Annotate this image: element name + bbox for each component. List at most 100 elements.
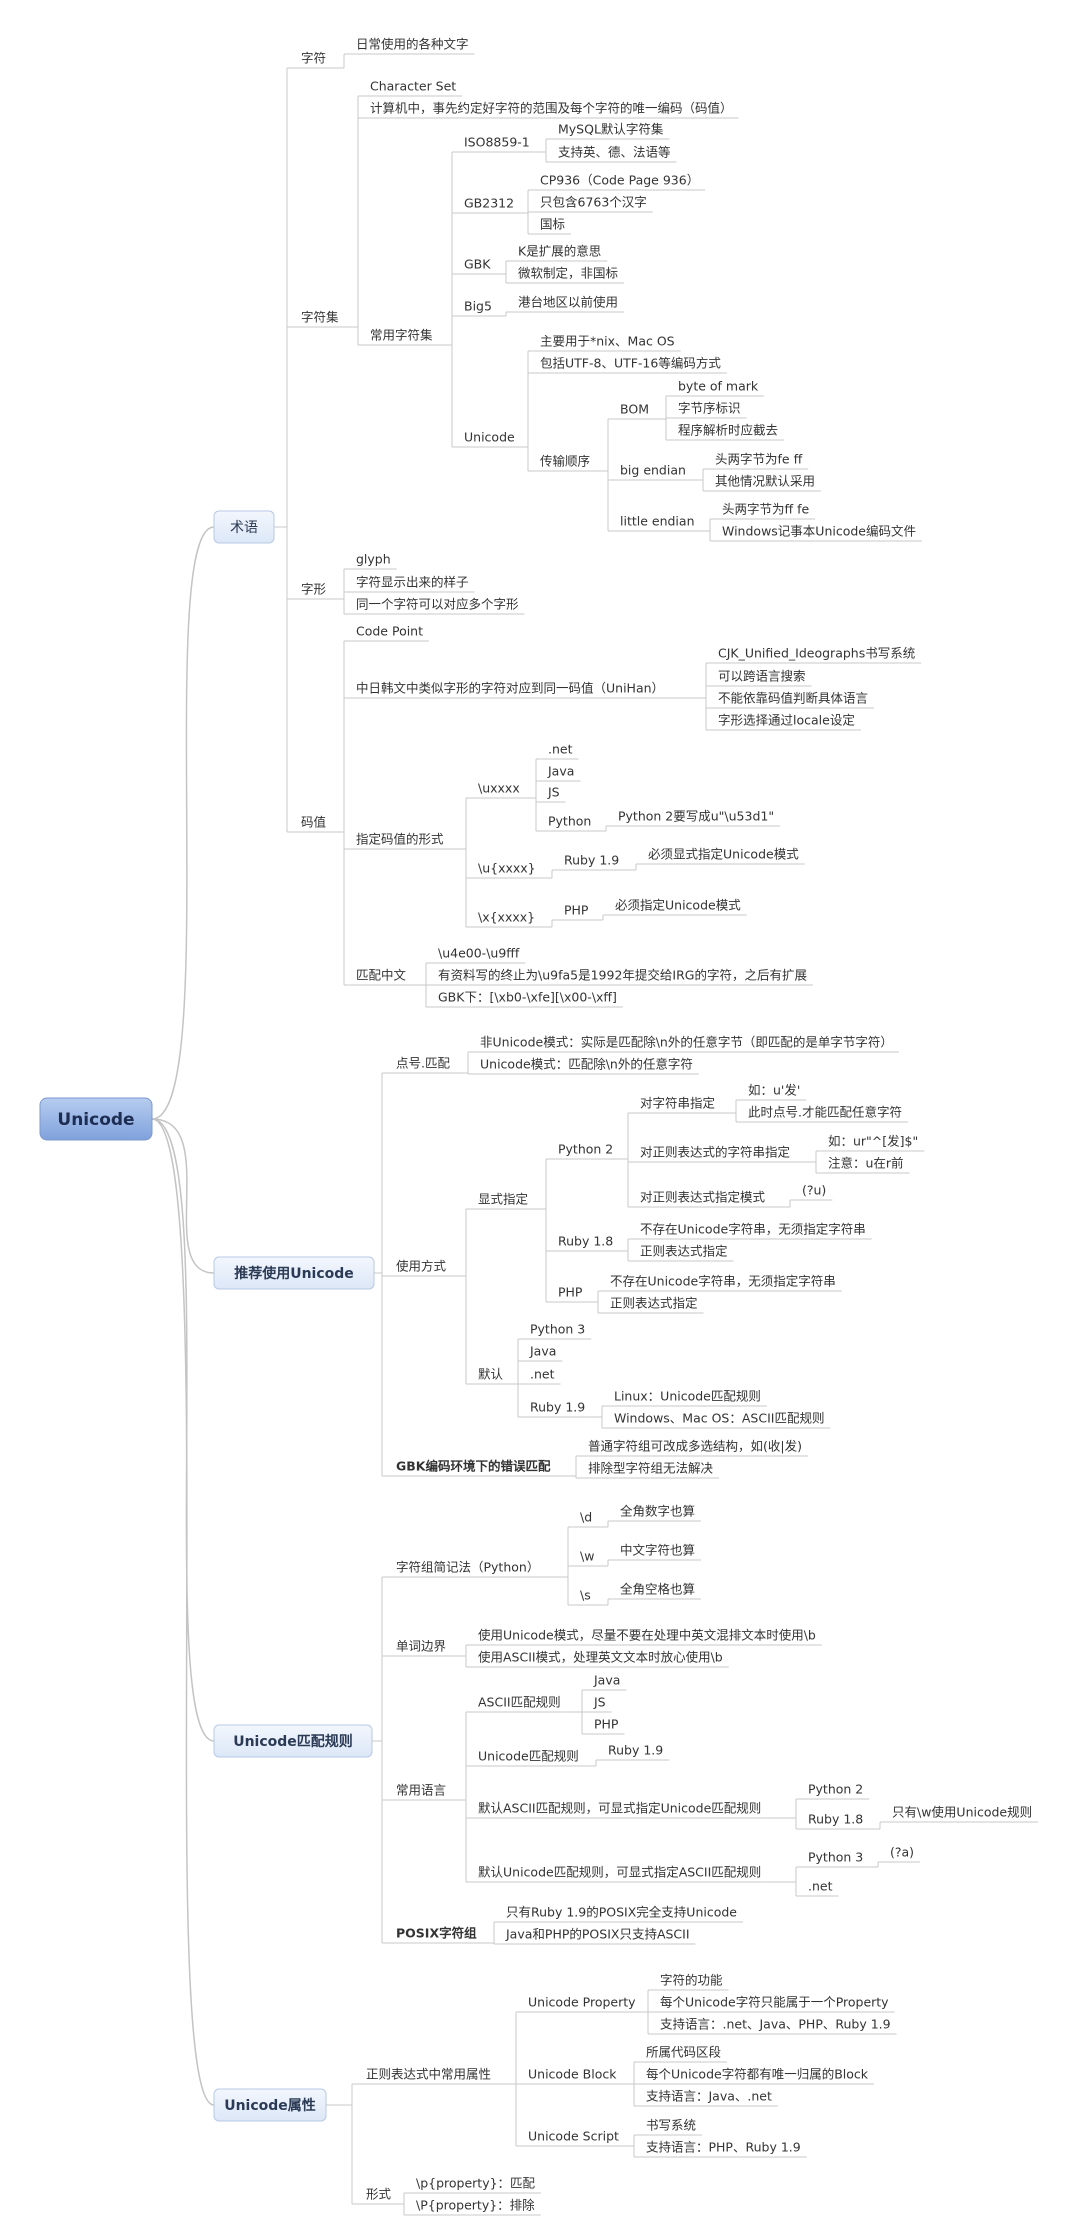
- node-item: 港台地区以前使用: [518, 295, 618, 310]
- node-unicode-block: Unicode Block: [528, 2067, 617, 2082]
- node-u: 如：u'发': [748, 1083, 800, 1098]
- node-item: 支持英、德、法语等: [558, 145, 671, 160]
- node-item: 微软制定，非国标: [518, 266, 618, 281]
- node-iso8859-1: ISO8859-1: [464, 135, 530, 150]
- node-item: 此时点号.才能匹配任意字符: [748, 1105, 902, 1120]
- node-gb2312: GB2312: [464, 196, 514, 211]
- node-ascii: ASCII匹配规则: [478, 1695, 561, 1710]
- node-unicode: 不存在Unicode字符串，无须指定字符串: [610, 1274, 836, 1289]
- node-big-endian: big endian: [620, 463, 686, 478]
- node-ur: 如：ur"^[发]$": [828, 1134, 918, 1149]
- node-unicode: 必须显式指定Unicode模式: [648, 847, 799, 862]
- node-gbk-xb0-xfe-x00-xff: GBK下：[\xb0-\xfe][\x00-\xff]: [438, 990, 617, 1005]
- node-item: 字形: [301, 582, 327, 597]
- node-python: 字符组简记法（Python）: [396, 1560, 539, 1575]
- node-unicode-block: 每个Unicode字符都有唯一归属的Block: [646, 2067, 869, 2082]
- node-item: 中文字符也算: [620, 1543, 695, 1558]
- node-mysql: MySQL默认字符集: [558, 122, 664, 137]
- node-ruby-1-9: Ruby 1.9: [608, 1743, 663, 1758]
- node-item: 书写系统: [646, 2118, 696, 2133]
- node-unicode: 必须指定Unicode模式: [615, 898, 741, 913]
- node-unicode: 不存在Unicode字符串，无须指定字符串: [640, 1222, 866, 1237]
- node-item: 字符集: [301, 310, 339, 325]
- node-net: .net: [548, 742, 573, 757]
- node-glyph: glyph: [356, 552, 391, 567]
- node-byte-of-mark: byte of mark: [678, 379, 759, 394]
- node-java: Java: [547, 764, 574, 779]
- node-item: 计算机中，事先约定好字符的范围及每个字符的唯一编码（码值）: [370, 101, 733, 116]
- node-item: 形式: [366, 2187, 392, 2202]
- node-item: 程序解析时应截去: [678, 423, 778, 438]
- node-a: (?a): [890, 1845, 914, 1860]
- branch-box-2: [213, 1724, 373, 1758]
- node-item: 日常使用的各种文字: [356, 37, 469, 52]
- node-python: Python: [548, 814, 591, 829]
- node-item: 指定码值的形式: [356, 832, 444, 847]
- node-ruby-1-8: Ruby 1.8: [558, 1234, 613, 1249]
- node-item: 全角数字也算: [620, 1504, 695, 1519]
- node-ascii-unicode: 默认ASCII匹配规则，可显式指定Unicode匹配规则: [478, 1801, 761, 1816]
- branch-label-item: 术语: [230, 520, 258, 536]
- node-net: .net: [530, 1367, 555, 1382]
- node-item: 全角空格也算: [620, 1582, 695, 1597]
- node-windows-unicode: Windows记事本Unicode编码文件: [722, 524, 916, 539]
- node-u: (?u): [802, 1183, 826, 1198]
- node-x-xxxx: \x{xxxx}: [478, 910, 535, 925]
- node-python-3: Python 3: [530, 1322, 585, 1337]
- node-big5: Big5: [464, 299, 492, 314]
- node-php: PHP: [564, 903, 589, 918]
- node-item: 码值: [301, 815, 326, 830]
- node-u4e00-u9fff: \u4e00-\u9fff: [438, 946, 520, 961]
- node-item: 字符显示出来的样子: [356, 575, 469, 590]
- node-unicode: Unicode: [464, 430, 515, 445]
- node-ruby-1-8: Ruby 1.8: [808, 1812, 863, 1827]
- node-gbk: GBK编码环境下的错误匹配: [396, 1459, 551, 1474]
- node-java-net: 支持语言：Java、.net: [646, 2089, 772, 2104]
- node-item: 排除型字符组无法解决: [588, 1461, 714, 1476]
- node-item: 字符: [301, 51, 326, 66]
- branch-label-unicode: Unicode属性: [224, 2097, 316, 2114]
- node-python-2: Python 2: [558, 1142, 613, 1157]
- node-unicode-script: Unicode Script: [528, 2129, 619, 2144]
- node-item: 普通字符组可改成多选结构，如(收|发): [588, 1439, 802, 1454]
- node-p-property: \P{property}：排除: [416, 2198, 535, 2213]
- branch-box-0: [213, 510, 275, 544]
- branch-box-3: [213, 2088, 327, 2122]
- node-bom: BOM: [620, 402, 649, 417]
- node-ruby-1-9: Ruby 1.9: [530, 1400, 585, 1415]
- node-unicode-property: Unicode Property: [528, 1995, 636, 2010]
- node-unicode: Unicode匹配规则: [478, 1749, 579, 1764]
- node-utf-8-utf-16: 包括UTF-8、UTF-16等编码方式: [540, 356, 721, 371]
- node-ff-fe: 头两字节为ff fe: [722, 502, 809, 517]
- node-windows-mac-os-ascii: Windows、Mac OS：ASCII匹配规则: [614, 1411, 824, 1426]
- node-unihan: 中日韩文中类似字形的字符对应到同一码值（UniHan）: [356, 681, 664, 696]
- node-item: 显式指定: [478, 1192, 528, 1207]
- branch-label-unicode: 推荐使用Unicode: [234, 1265, 354, 1282]
- node-cjk-unified-ideographs: CJK_Unified_Ideographs书写系统: [718, 646, 915, 661]
- node-php: PHP: [594, 1717, 619, 1732]
- node-item: 字节序标识: [678, 401, 741, 416]
- node-java: Java: [529, 1344, 556, 1359]
- node-k: K是扩展的意思: [518, 244, 601, 259]
- node-posix: POSIX字符组: [396, 1926, 477, 1941]
- root-connector: [151, 1118, 215, 1742]
- node-item: 正则表达式中常用属性: [366, 2067, 491, 2082]
- node-item: 可以跨语言搜索: [718, 669, 806, 684]
- node-gbk: GBK: [464, 257, 491, 272]
- node-item: 对字符串指定: [640, 1096, 715, 1111]
- node-item: 正则表达式指定: [610, 1296, 698, 1311]
- node-item: 常用语言: [396, 1783, 446, 1798]
- node-ascii-b: 使用ASCII模式，处理英文文本时放心使用\b: [478, 1650, 723, 1665]
- node-item: 传输顺序: [540, 454, 590, 469]
- node-unicode-property: 每个Unicode字符只能属于一个Property: [660, 1995, 889, 2010]
- node-nix-mac-os: 主要用于*nix、Mac OS: [540, 334, 675, 349]
- node-item: 使用方式: [396, 1259, 447, 1274]
- node-js: JS: [593, 1695, 606, 1710]
- node-item: 常用字符集: [370, 328, 433, 343]
- node-u9fa5-1992-irg: 有资料写的终止为\u9fa5是1992年提交给IRG的字符，之后有扩展: [438, 968, 807, 983]
- node-unicode-b: 使用Unicode模式，尽量不要在处理中英文混排文本时使用\b: [478, 1628, 816, 1643]
- node-unicode-n: Unicode模式：匹配除\n外的任意字符: [480, 1057, 693, 1072]
- node-uxxxx: \uxxxx: [478, 781, 520, 796]
- node-net: .net: [808, 1879, 833, 1894]
- node-item: 所属代码区段: [646, 2045, 721, 2060]
